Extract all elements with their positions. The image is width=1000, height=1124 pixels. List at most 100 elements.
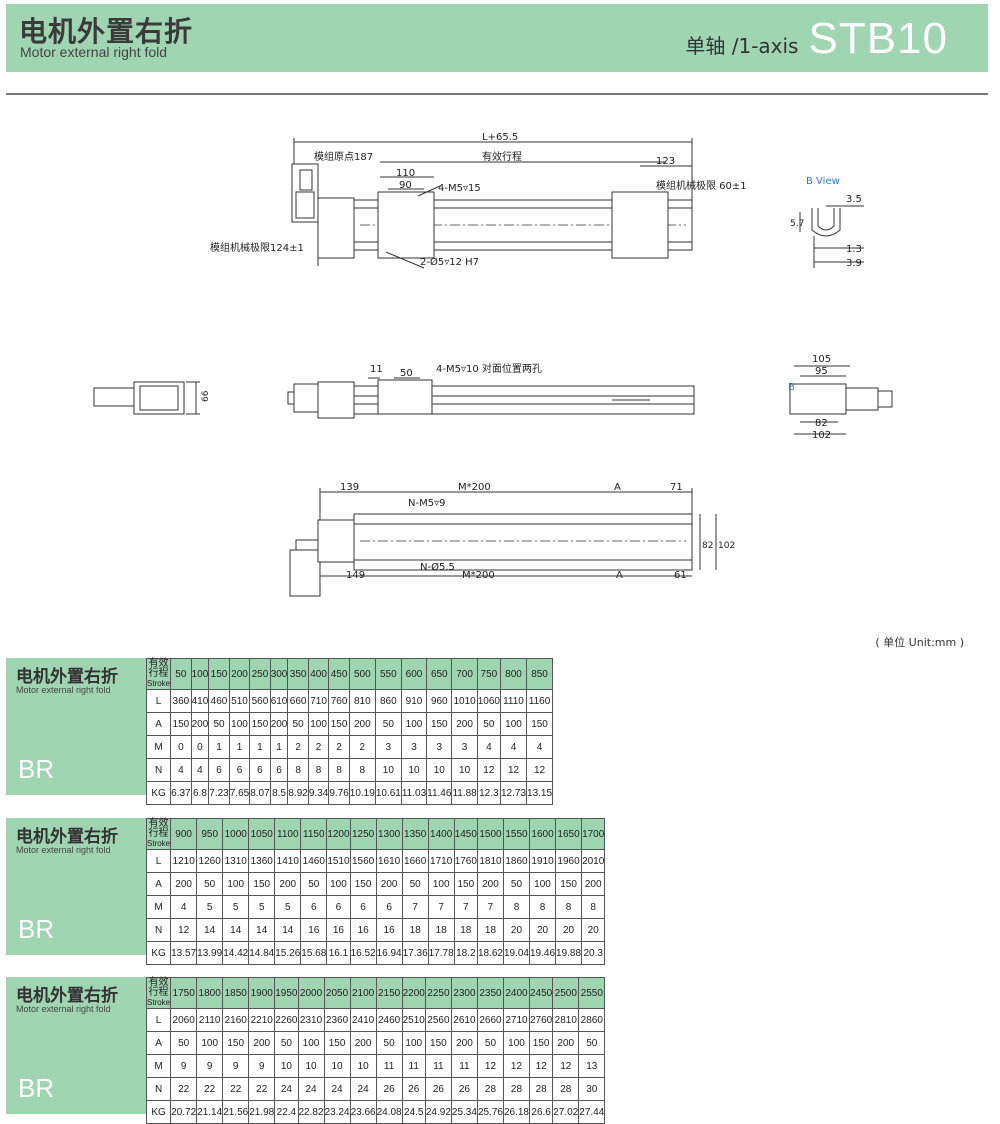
table-cell: 20 — [528, 918, 557, 942]
table-cell: 10 — [323, 1054, 351, 1078]
label-effective-stroke: 有效行程 — [482, 150, 522, 163]
table-cell: 10 — [349, 1054, 377, 1078]
table-cell: 100 — [307, 712, 330, 736]
table-cell: 12 — [499, 758, 528, 782]
stroke-value: 650 — [426, 658, 453, 690]
row-label: N — [145, 1077, 172, 1101]
table-cell: 9 — [222, 1054, 250, 1078]
stroke-value: 1050 — [248, 818, 276, 850]
table-cell: 11 — [424, 1054, 452, 1078]
table-cell: 150 — [426, 712, 453, 736]
table-cell: 150 — [424, 1031, 452, 1055]
table-cell: 24 — [297, 1077, 325, 1101]
table-cell: 28 — [476, 1077, 504, 1101]
table-title-cn: 电机外置右折 — [16, 986, 118, 1006]
table-cell: 21.56 — [222, 1100, 250, 1124]
table-cell: 150 — [323, 1031, 351, 1055]
table-cell: 200 — [451, 712, 478, 736]
table-cell: 11.88 — [451, 781, 478, 805]
stroke-value: 850 — [526, 658, 554, 690]
stroke-value: 300 — [269, 658, 289, 690]
table-cell: 1 — [208, 735, 230, 759]
table-cell: 1410 — [274, 849, 302, 873]
table-cell: 410 — [190, 689, 210, 713]
table-cell: 760 — [328, 689, 350, 713]
table-cell: 200 — [269, 712, 289, 736]
table-cell: 4 — [526, 735, 554, 759]
table-cell: 2210 — [248, 1008, 276, 1032]
row-label: A — [145, 1031, 172, 1055]
table-cell: 100 — [297, 1031, 325, 1055]
table-cell: 16 — [300, 918, 328, 942]
table-title-cn: 电机外置右折 — [16, 667, 118, 687]
table-cell: 22 — [170, 1077, 198, 1101]
table-title-en: Motor external right fold — [16, 845, 111, 855]
stroke-label-en: Stroke — [147, 998, 171, 1007]
table-cell: 50 — [375, 1031, 403, 1055]
table-cell: 18 — [401, 918, 429, 942]
table-cell: 26.18 — [502, 1100, 531, 1124]
label-origin: 模组原点187 — [314, 150, 373, 163]
dim-110: 110 — [396, 168, 415, 179]
table-cell: 50 — [287, 712, 309, 736]
table-cell: 1110 — [499, 689, 528, 713]
stroke-value: 1550 — [502, 818, 531, 850]
table-cell: 2 — [307, 735, 330, 759]
table-cell: 10 — [374, 758, 402, 782]
table-cell: 100 — [502, 1031, 531, 1055]
table-cell: 19.04 — [502, 941, 531, 965]
stroke-value: 2350 — [476, 977, 504, 1009]
table-cell: 2460 — [375, 1008, 403, 1032]
table-cell: 2560 — [424, 1008, 452, 1032]
stroke-value: 1500 — [476, 818, 504, 850]
stroke-label-en: Stroke — [147, 839, 171, 848]
label-mech-limit-right: 模组机械极限 60±1 — [656, 179, 747, 192]
table-cell: 30 — [578, 1077, 606, 1101]
table-cell: 200 — [170, 872, 198, 896]
table-side-panel: 电机外置右折 Motor external right fold BR — [6, 818, 146, 955]
table-cell: 28 — [502, 1077, 531, 1101]
stroke-value: 1300 — [375, 818, 403, 850]
row-label: KG — [145, 781, 172, 805]
table-cell: 1960 — [555, 849, 583, 873]
table-cell: 16.94 — [375, 941, 403, 965]
row-label: A — [145, 712, 172, 736]
table-cell: 660 — [287, 689, 309, 713]
stroke-value: 2550 — [578, 977, 606, 1009]
bot-m200-bottom: M*200 — [462, 570, 495, 581]
stroke-value: 200 — [228, 658, 251, 690]
table-cell: 9.76 — [328, 781, 350, 805]
table-cell: 0 — [170, 735, 192, 759]
table-cell: 24.92 — [424, 1100, 452, 1124]
stroke-value: 1750 — [170, 977, 198, 1009]
stroke-value: 450 — [328, 658, 350, 690]
table-cell: 1460 — [300, 849, 328, 873]
model-name: STB10 — [808, 14, 948, 63]
table-cell: 8 — [307, 758, 330, 782]
label-pin-hole: 2-Ø5▿12 H7 — [420, 256, 479, 268]
b-dim-3-5: 3.5 — [846, 194, 862, 205]
table-cell: 12.73 — [499, 781, 528, 805]
table-cell: 150 — [526, 712, 554, 736]
table-cell: 1060 — [476, 689, 501, 713]
row-label: KG — [145, 1100, 172, 1124]
table-cell: 2 — [348, 735, 376, 759]
end-dim-105: 105 — [812, 354, 831, 365]
table-cell: 5 — [274, 895, 302, 919]
table-cell: 23.66 — [349, 1100, 377, 1124]
table-cell: 16 — [326, 918, 351, 942]
table-cell: 100 — [499, 712, 528, 736]
stroke-value: 1600 — [528, 818, 557, 850]
